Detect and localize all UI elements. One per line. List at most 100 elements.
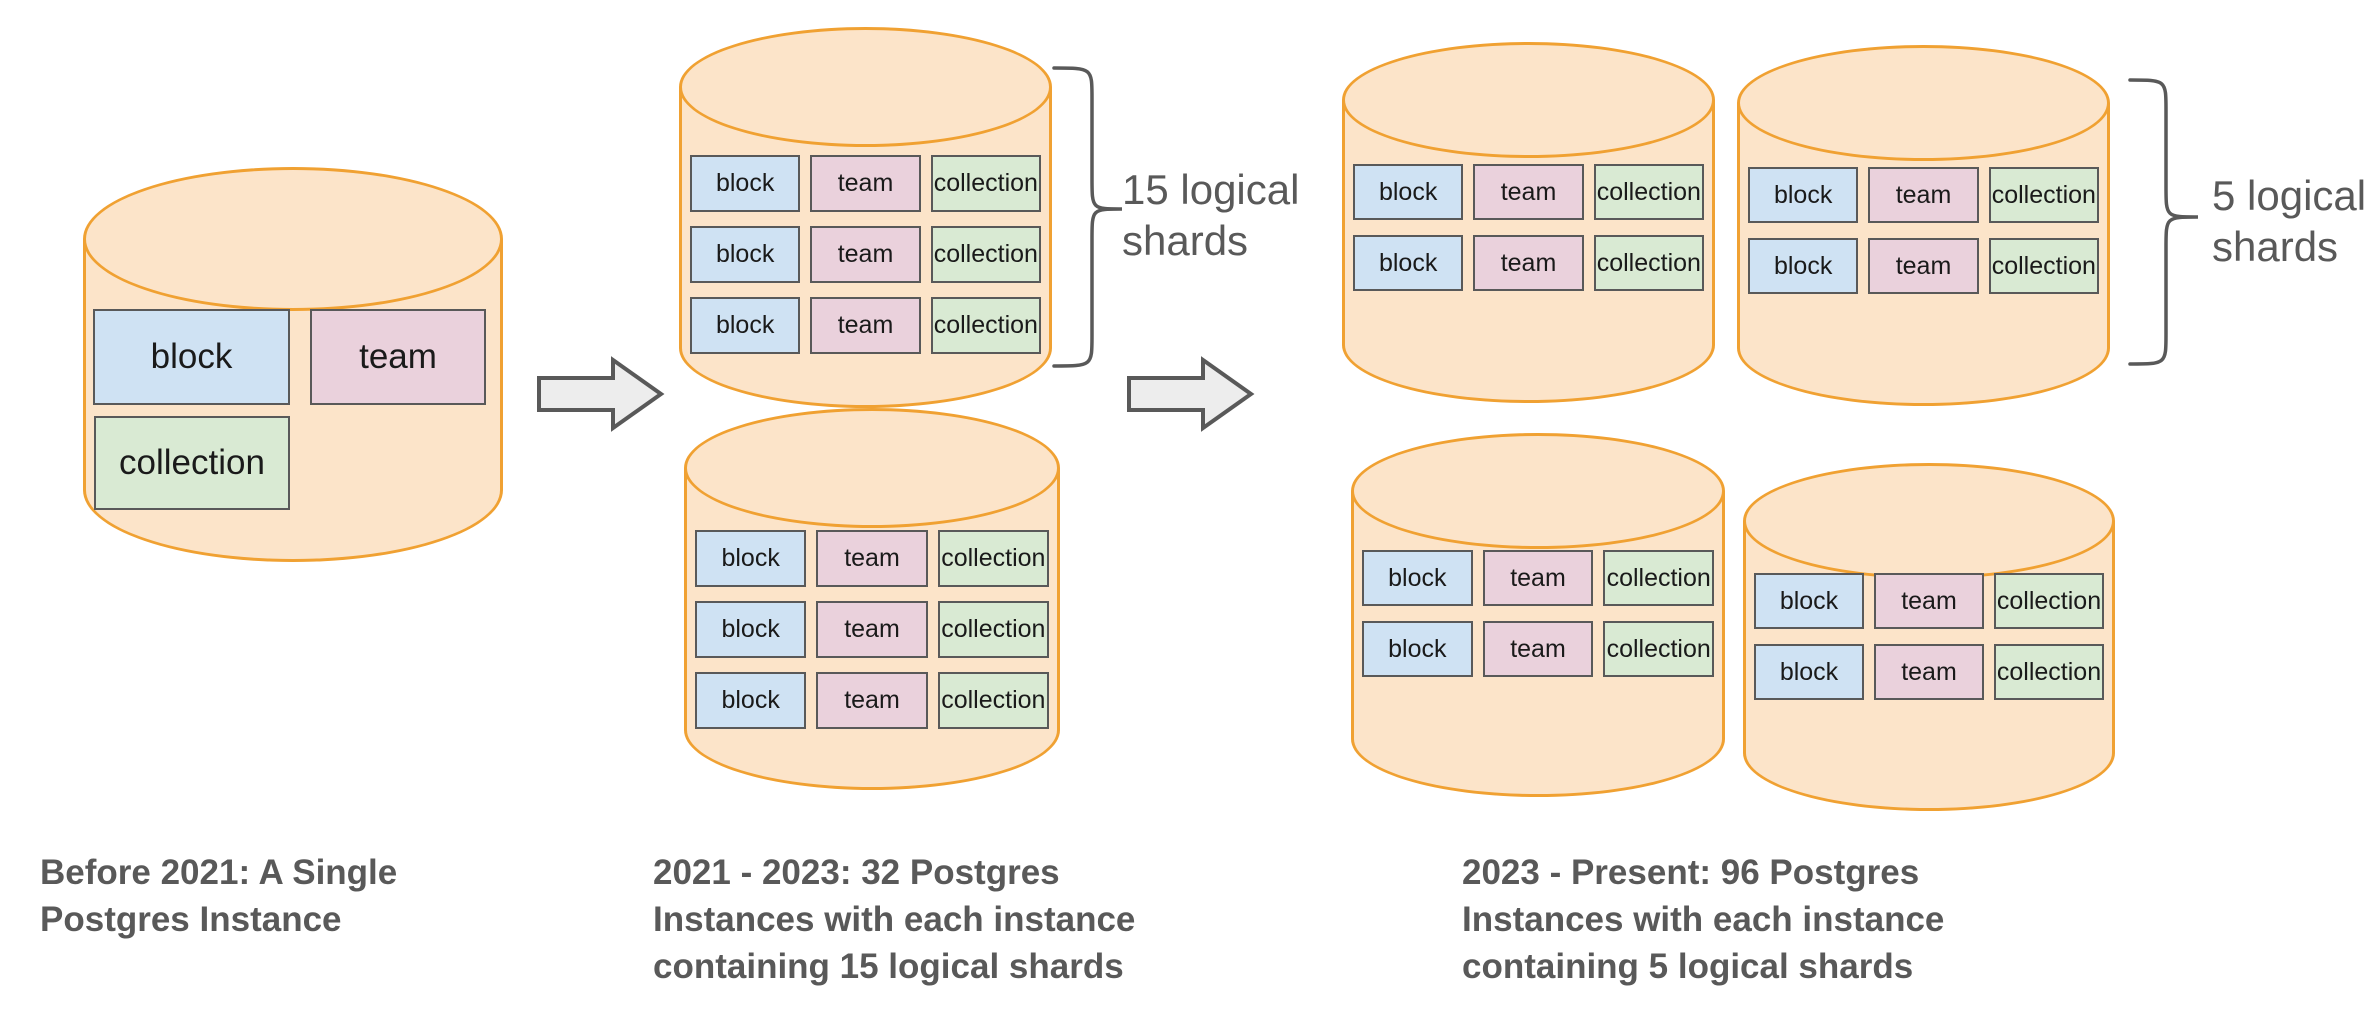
table-box-label: team xyxy=(359,337,437,376)
annotation-line: shards xyxy=(2212,223,2339,270)
table-box-team: team xyxy=(1868,238,1979,294)
table-box-label: block xyxy=(1779,586,1839,615)
shard-instance-cylinder-1: block team collection block team collect… xyxy=(1342,42,1715,403)
logical-shard-row: block team collection xyxy=(1748,238,2099,294)
logical-shard-row: block team collection xyxy=(1754,573,2104,629)
table-box-team: team xyxy=(1874,644,1984,700)
table-box-label: team xyxy=(1901,586,1957,615)
curly-brace-icon xyxy=(2128,78,2199,366)
stage-caption: Before 2021: A Single Postgres Instance xyxy=(40,849,397,943)
table-box-collection: collection xyxy=(1994,644,2104,700)
logical-shard-row: block team collection xyxy=(1362,550,1715,606)
table-box-label: block xyxy=(1388,563,1447,592)
table-box-team: team xyxy=(816,672,928,729)
table-box-label: collection xyxy=(941,615,1046,643)
table-box-label: team xyxy=(1895,251,1952,280)
table-box-collection: collection xyxy=(94,416,290,510)
table-box-team: team xyxy=(1874,573,1984,629)
table-box-block: block xyxy=(690,226,801,283)
table-box-block: block xyxy=(1754,644,1864,700)
table-box-label: team xyxy=(1500,177,1557,206)
logical-shard-row: block team collection xyxy=(1748,167,2099,223)
table-box-collection: collection xyxy=(937,672,1049,729)
shard-instance-cylinder-2: block team collection block team collect… xyxy=(1737,45,2110,406)
table-box-label: collection xyxy=(941,686,1046,714)
table-box-label: team xyxy=(844,544,900,572)
table-box-team: team xyxy=(1868,167,1979,223)
table-box-label: block xyxy=(715,311,775,339)
table-box-label: block xyxy=(1378,248,1438,277)
cylinder-top-ellipse xyxy=(1342,42,1715,158)
table-box-block: block xyxy=(690,155,801,212)
table-box-label: collection xyxy=(1991,251,2096,280)
table-box-label: team xyxy=(1510,563,1566,592)
cylinder-top-ellipse xyxy=(684,408,1060,528)
logical-shard-row: block team collection xyxy=(1353,164,1704,220)
stage-caption: 2021 - 2023: 32 Postgres Instances with … xyxy=(653,849,1135,990)
table-box-label: collection xyxy=(1596,177,1701,206)
table-box-block: block xyxy=(1362,621,1473,677)
cylinder-top-ellipse xyxy=(83,167,503,311)
caption-line: containing 5 logical shards xyxy=(1462,947,1914,986)
table-box-team: team xyxy=(1482,550,1594,606)
arrow-right-icon xyxy=(1127,356,1255,432)
table-box-team: team xyxy=(1473,235,1584,291)
logical-shards-annotation: 15 logical shards xyxy=(1122,164,1299,266)
table-box-label: team xyxy=(1500,248,1557,277)
table-box-label: collection xyxy=(1606,563,1711,592)
table-box-label: block xyxy=(715,169,775,197)
table-box-label: collection xyxy=(933,240,1038,268)
table-box-team: team xyxy=(816,530,928,587)
table-box-label: collection xyxy=(1996,657,2102,686)
logical-shard-row: block team collection xyxy=(1754,644,2104,700)
table-box-team: team xyxy=(816,601,928,658)
table-box-label: collection xyxy=(933,311,1038,339)
table-box-label: block xyxy=(715,240,775,268)
table-box-block: block xyxy=(695,672,807,729)
table-box-block: block xyxy=(1754,573,1864,629)
shard-instance-cylinder-1: block team collection block team collect… xyxy=(679,27,1052,408)
table-box-collection: collection xyxy=(930,297,1041,354)
logical-shard-row: block team collection xyxy=(695,601,1049,658)
table-box-label: block xyxy=(721,686,780,714)
table-box-collection: collection xyxy=(1593,164,1704,220)
table-box-block: block xyxy=(1362,550,1473,606)
table-box-block: block xyxy=(93,309,290,405)
single-postgres-instance-cylinder: block team collection xyxy=(83,167,503,562)
table-box-label: block xyxy=(150,337,233,376)
cylinder-top-ellipse xyxy=(1743,463,2115,579)
table-box-team: team xyxy=(1473,164,1584,220)
table-box-collection: collection xyxy=(937,530,1049,587)
table-box-label: block xyxy=(1779,657,1839,686)
cylinder-top-ellipse xyxy=(1737,45,2110,161)
table-box-label: collection xyxy=(1596,248,1701,277)
logical-shard-row: block team collection xyxy=(1362,621,1715,677)
logical-shard-row: block team collection xyxy=(690,297,1041,354)
logical-shard-row: block team collection xyxy=(695,530,1049,587)
arrow-right-icon xyxy=(537,356,665,432)
table-box-label: team xyxy=(844,615,900,643)
logical-shard-row: block team collection xyxy=(690,155,1041,212)
stage-caption: 2023 - Present: 96 Postgres Instances wi… xyxy=(1462,849,1944,990)
caption-line: 2021 - 2023: 32 Postgres xyxy=(653,853,1060,892)
table-box-label: block xyxy=(721,615,780,643)
caption-line: Instances with each instance xyxy=(653,900,1136,939)
logical-shards-annotation: 5 logical shards xyxy=(2212,170,2366,272)
table-box-block: block xyxy=(1748,167,1859,223)
cylinder-top-ellipse xyxy=(679,27,1052,147)
table-box-team: team xyxy=(810,226,921,283)
curly-brace-icon xyxy=(1052,66,1123,368)
caption-line: 2023 - Present: 96 Postgres xyxy=(1462,853,1920,892)
table-box-label: team xyxy=(837,169,894,197)
table-box-collection: collection xyxy=(1603,621,1715,677)
table-box-collection: collection xyxy=(1603,550,1715,606)
annotation-line: 15 logical xyxy=(1122,166,1300,213)
shard-instance-cylinder-3: block team collection block team collect… xyxy=(1351,433,1725,797)
table-box-collection: collection xyxy=(930,155,1041,212)
table-box-label: block xyxy=(1388,634,1447,663)
caption-line: Instances with each instance xyxy=(1462,900,1945,939)
caption-line: Postgres Instance xyxy=(40,900,342,939)
table-box-collection: collection xyxy=(930,226,1041,283)
table-box-label: team xyxy=(1901,657,1957,686)
